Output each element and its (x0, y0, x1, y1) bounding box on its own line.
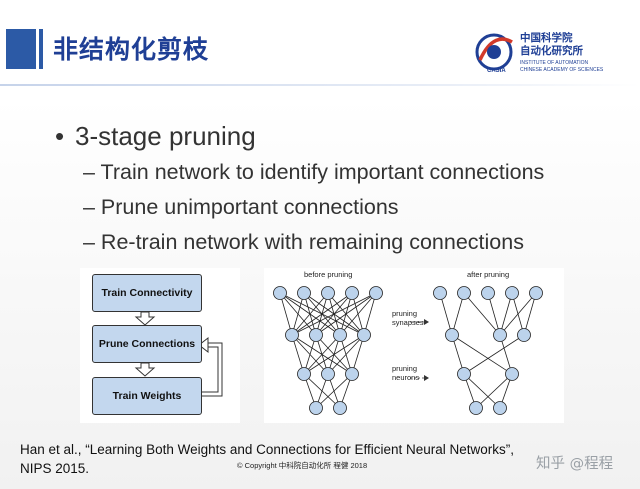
neuron-before (333, 401, 347, 415)
neuron-before (273, 286, 287, 300)
logo-english-name: INSTITUTE OF AUTOMATION CHINESE ACADEMY … (520, 60, 604, 73)
sub-bullet-prune: – Prune unimportant connections (83, 195, 399, 219)
neuron-after (457, 367, 471, 381)
neuron-before (321, 367, 335, 381)
synapse-after (475, 373, 513, 409)
synapse-before (291, 292, 305, 336)
synapse-after (463, 292, 501, 336)
stage-prune-connections: Prune Connections (92, 325, 202, 363)
synapse-after (499, 292, 513, 336)
neuron-before (297, 286, 311, 300)
neuron-after (505, 286, 519, 300)
synapse-before (303, 334, 365, 375)
casia-logo-icon: CASIA (475, 33, 513, 74)
synapse-before (315, 292, 377, 336)
slide-header: 非结构化剪枝 CASIA 中国科学院 自动化研究所 INSTITUTE OF A… (0, 0, 640, 86)
flow-loop-arrowhead (198, 336, 209, 354)
title-accent-block (6, 29, 36, 69)
before-pruning-label: before pruning (304, 270, 353, 279)
synapse-before (291, 292, 377, 336)
citation-line-1: Han et al., “Learning Both Weights and C… (20, 442, 515, 457)
neuron-after (469, 401, 483, 415)
neuron-after (433, 286, 447, 300)
neuron-after (505, 367, 519, 381)
sub-bullet-train: – Train network to identify important co… (83, 160, 545, 184)
main-bullet: •3-stage pruning (55, 121, 256, 151)
flow-arrow-down-2 (134, 362, 156, 377)
synapse-before (291, 292, 329, 336)
synapse-after (487, 292, 501, 336)
synapse-after (463, 334, 525, 375)
neuron-before (369, 286, 383, 300)
neuron-before (345, 367, 359, 381)
citation: Han et al., “Learning Both Weights and C… (20, 440, 514, 478)
neuron-after (493, 401, 507, 415)
logo-chinese-name: 中国科学院 自动化研究所 (520, 32, 583, 57)
network-diagram (264, 268, 564, 423)
copyright-text: © Copyright 中科院自动化所 程健 2018 (237, 461, 368, 470)
neuron-before (297, 367, 311, 381)
synapse-after (439, 292, 453, 336)
synapse-before (291, 292, 353, 336)
neuron-before (357, 328, 371, 342)
stage-train-connectivity: Train Connectivity (92, 274, 202, 312)
neuron-after (517, 328, 531, 342)
neuron-after (445, 328, 459, 342)
neuron-after (493, 328, 507, 342)
synapse-after (463, 373, 501, 409)
synapse-after (499, 292, 537, 336)
zhihu-watermark: 知乎 @程程 (536, 456, 614, 472)
synapse-after (451, 292, 465, 336)
synapse-before (303, 334, 341, 375)
neuron-before (285, 328, 299, 342)
sub-bullet-retrain: – Re-train network with remaining connec… (83, 230, 524, 254)
neuron-after (481, 286, 495, 300)
main-bullet-text: 3-stage pruning (75, 121, 256, 151)
neuron-before (333, 328, 347, 342)
neuron-before (321, 286, 335, 300)
synapse-before (279, 292, 293, 336)
synapse-after (451, 334, 513, 375)
synapse-before (327, 334, 365, 375)
slide-title: 非结构化剪枝 (53, 35, 210, 64)
synapse-after (523, 292, 537, 336)
flow-arrow-down-1 (134, 311, 156, 326)
title-accent-bar (39, 29, 43, 69)
neuron-after (529, 286, 543, 300)
after-pruning-label: after pruning (467, 270, 510, 279)
synapse-before (363, 292, 377, 336)
synapse-before (339, 292, 377, 336)
synapse-before (315, 373, 353, 409)
header-divider (0, 84, 640, 86)
neuron-before (309, 328, 323, 342)
logo-badge-text: CASIA (487, 68, 506, 74)
citation-line-2: NIPS 2015. (20, 461, 90, 476)
stage-train-weights: Train Weights (92, 377, 202, 415)
neuron-before (309, 401, 323, 415)
neuron-before (345, 286, 359, 300)
neuron-after (457, 286, 471, 300)
